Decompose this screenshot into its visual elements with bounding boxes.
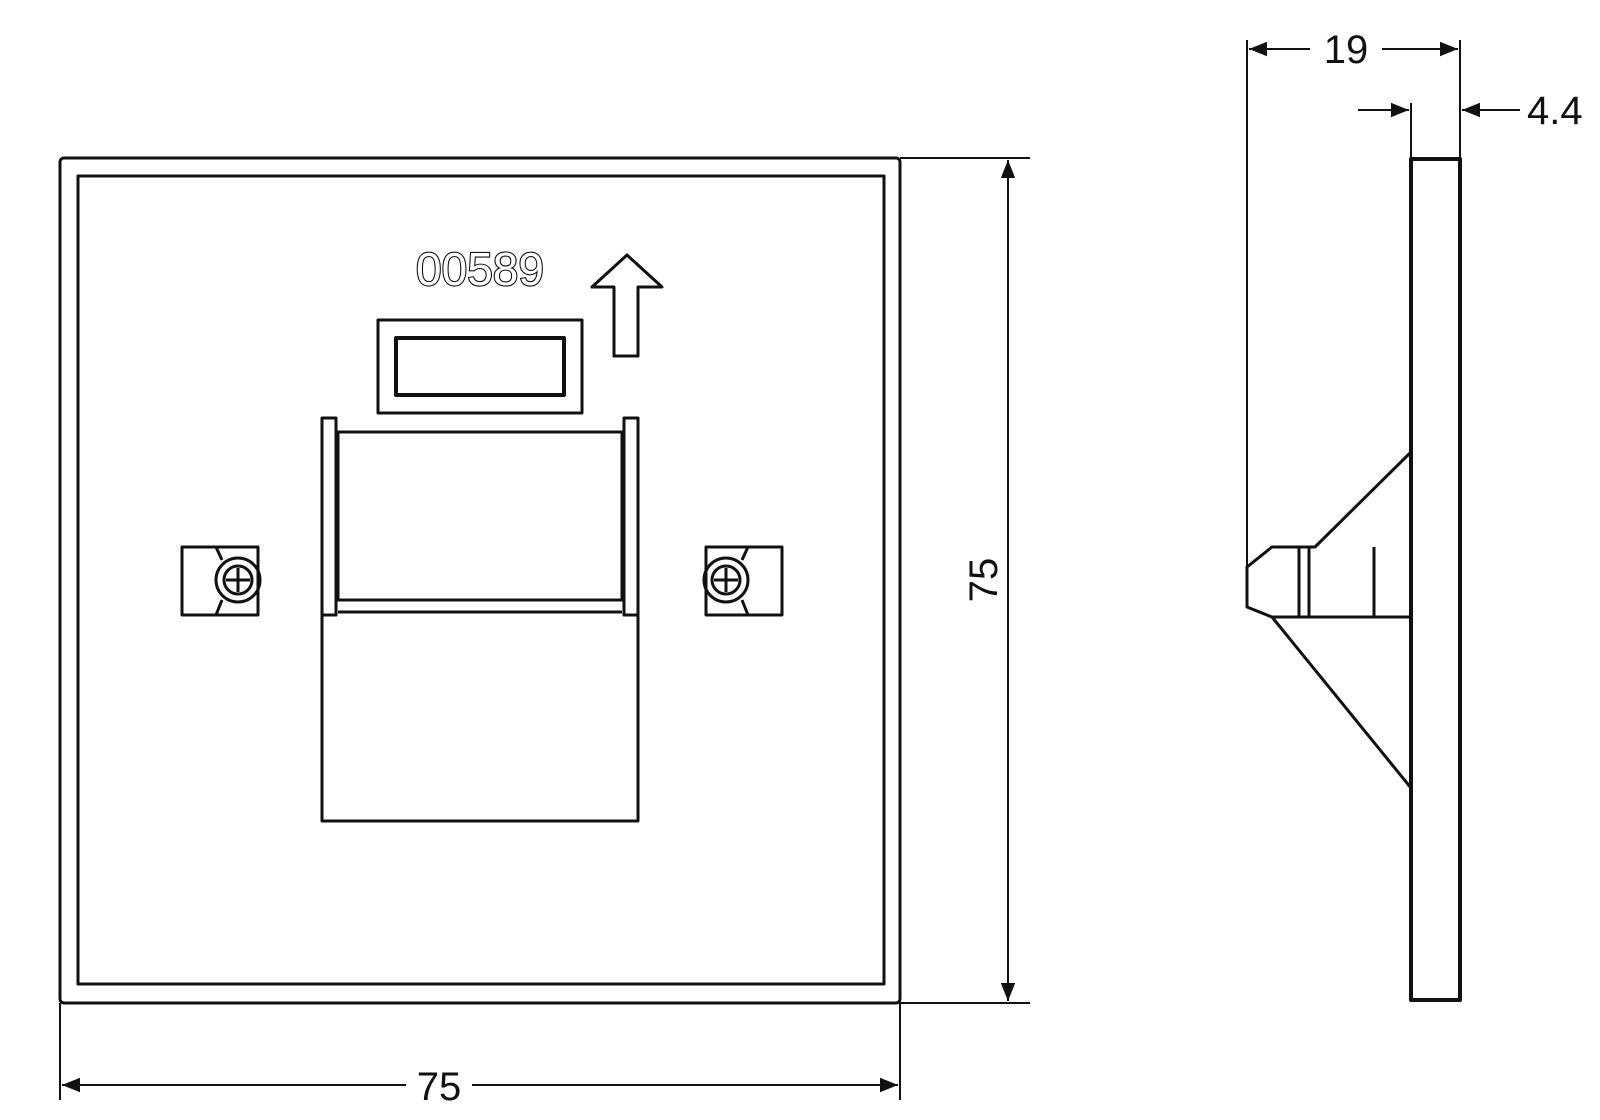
height-dimension-value: 75 [962,558,1006,603]
height-dimension [900,157,1030,1004]
right-screw [702,545,784,617]
depth-dimension-value: 19 [1324,28,1369,72]
depth-dimension [1246,40,1461,567]
plate-thickness-dimension [1358,102,1520,159]
label-window-frame [376,318,584,415]
socket-shutter [320,416,640,823]
side-view [1245,157,1462,1002]
label-window [394,336,566,397]
width-dimension-value: 75 [417,1065,462,1109]
model-label: 00589 [416,243,544,295]
faceplate-outer [58,156,902,1005]
left-screw [180,545,262,617]
front-view [58,156,902,1005]
side-back-module [1245,450,1413,619]
faceplate-inner [76,174,886,986]
up-arrow-icon [590,253,664,358]
plate-thickness-value: 4.4 [1527,89,1583,133]
width-dimension [59,1003,901,1100]
side-plate [1409,157,1462,1002]
